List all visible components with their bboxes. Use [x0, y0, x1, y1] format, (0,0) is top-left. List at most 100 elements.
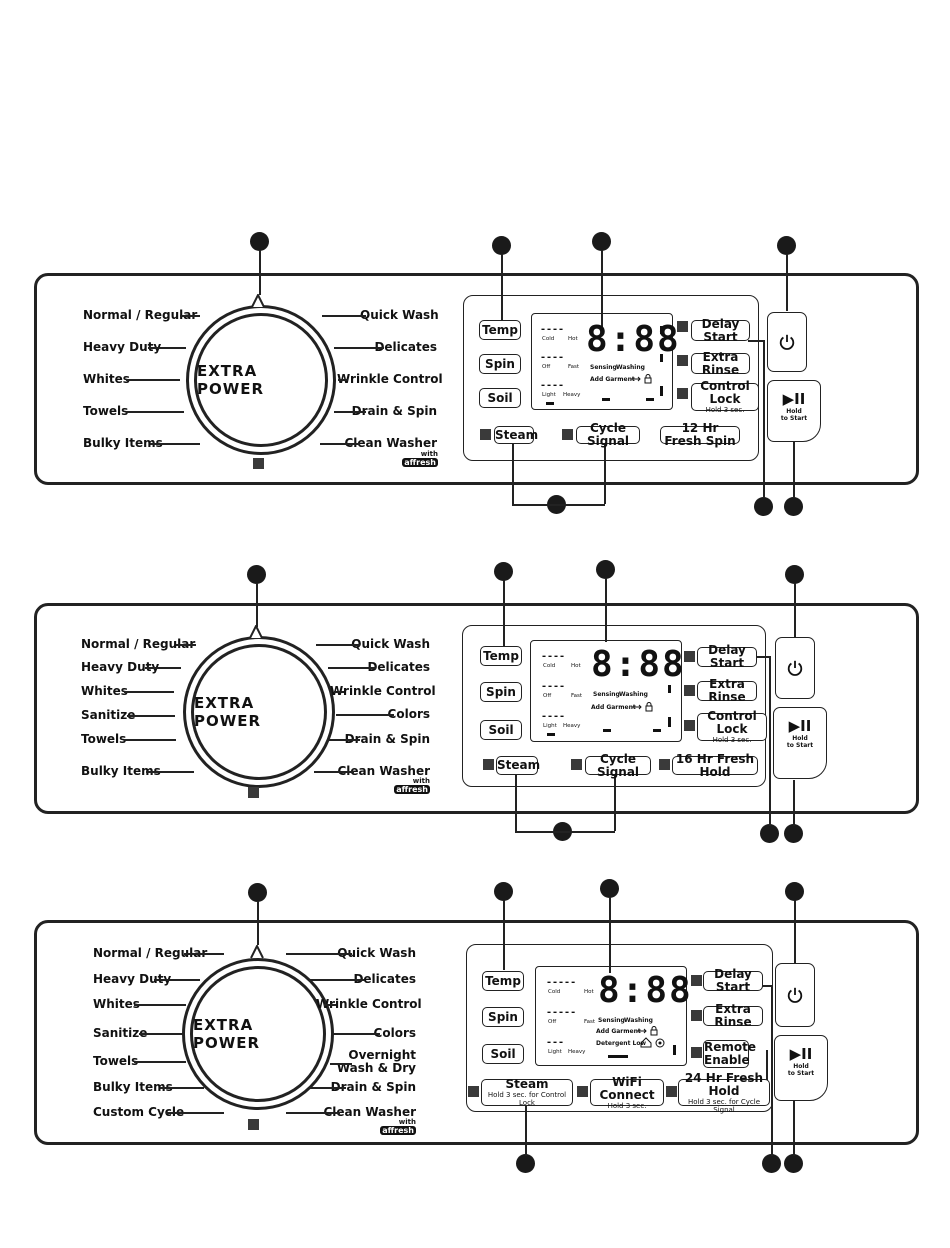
power-button[interactable] — [775, 963, 815, 1027]
spin-button[interactable]: Spin — [482, 1007, 524, 1027]
leader-line — [148, 347, 186, 349]
leader-line — [134, 1061, 186, 1063]
callout-dot — [516, 1154, 535, 1173]
delay-start-indicator — [677, 321, 688, 332]
affresh-logo: with affresh — [366, 1118, 416, 1135]
callout-dot — [600, 879, 619, 898]
cycle-signal-indicator — [562, 429, 573, 440]
lcd-label: Off — [548, 1019, 557, 1025]
cycle-label: Drain & Spin — [344, 732, 430, 746]
lcd-segment — [660, 354, 663, 362]
sensing-status: Sensing — [590, 364, 617, 371]
power-button[interactable] — [767, 312, 807, 372]
start-pause-button[interactable]: ▶II Hold to Start — [773, 707, 827, 779]
sensing-status: Sensing — [598, 1017, 625, 1024]
delay-start-button[interactable]: Delay Start — [697, 644, 757, 670]
cycle-label: Towels — [93, 1054, 139, 1068]
control-area — [462, 625, 766, 787]
fresh-spin-button[interactable]: 12 Hr Fresh Spin — [660, 422, 740, 448]
extra-rinse-button[interactable]: Extra Rinse — [691, 350, 750, 376]
leader-line — [154, 979, 200, 981]
button-label: Extra Rinse — [708, 677, 746, 704]
leader-line — [126, 379, 180, 381]
lock-icon — [631, 374, 652, 384]
soil-button[interactable]: Soil — [480, 720, 522, 740]
leader-line — [146, 771, 194, 773]
extra-rinse-button[interactable]: Extra Rinse — [697, 677, 757, 704]
control-area — [466, 944, 773, 1112]
sensing-status: Sensing — [593, 691, 620, 698]
callout-dot — [762, 1154, 781, 1173]
lcd-label: Hot — [568, 336, 578, 342]
callout-line — [786, 254, 788, 311]
spin-level-dashes: ---- — [540, 352, 565, 363]
cycle-knob[interactable]: EXTRA POWER — [183, 636, 335, 788]
temp-level-dashes: ---- — [541, 651, 566, 662]
delay-start-button[interactable]: Delay Start — [691, 316, 750, 344]
cycle-knob[interactable]: EXTRA POWER — [186, 305, 336, 455]
lcd-segment — [608, 1055, 628, 1058]
temp-button[interactable]: Temp — [482, 971, 524, 991]
cycle-label: Heavy Duty — [93, 972, 172, 986]
steam-button[interactable]: Steam — [496, 756, 540, 775]
temp-button[interactable]: Temp — [479, 320, 521, 340]
callout-line — [515, 773, 517, 831]
washing-status: Washing — [619, 691, 648, 698]
lcd-label: Heavy — [563, 723, 581, 729]
soil-button[interactable]: Soil — [479, 388, 521, 408]
play-pause-icon: ▶II — [788, 717, 812, 735]
affresh-logo: with affresh — [390, 450, 438, 467]
cycle-signal-button[interactable]: Cycle Signal — [576, 422, 640, 448]
lcd-display: 8:88 ---- Cold Hot ---- Off Fast ---- Li… — [530, 640, 684, 742]
leader-line — [314, 771, 354, 773]
soil-level-dashes: ---- — [540, 380, 565, 391]
knob-face: EXTRA POWER — [191, 644, 327, 780]
lcd-segment — [668, 717, 671, 727]
washing-status: Washing — [616, 364, 645, 371]
cycle-label: Custom Cycle — [93, 1105, 185, 1119]
temp-button[interactable]: Temp — [480, 646, 522, 666]
cycle-label: Bulky Items — [93, 1080, 173, 1094]
callout-line — [605, 578, 607, 642]
lcd-segment — [653, 729, 661, 732]
delay-start-button[interactable]: Delay Start — [703, 968, 763, 994]
button-label: Delay Start — [701, 316, 740, 344]
steam-button[interactable]: Steam — [494, 426, 538, 444]
lcd-digits: 8:88 — [586, 319, 681, 360]
callout-dot — [785, 882, 804, 901]
fresh-hold-button[interactable]: 16 Hr Fresh Hold — [672, 752, 758, 778]
affresh-logo: with affresh — [380, 777, 430, 794]
callout-dot — [592, 232, 611, 251]
cycle-knob[interactable]: EXTRA POWER — [182, 958, 334, 1110]
extra-rinse-indicator — [684, 685, 695, 696]
cycle-label: Drain & Spin — [351, 404, 437, 418]
start-pause-button[interactable]: ▶II Hold to Start — [774, 1035, 828, 1101]
soil-button[interactable]: Soil — [482, 1044, 524, 1064]
power-icon — [779, 334, 795, 350]
power-button[interactable] — [775, 637, 815, 699]
spin-button[interactable]: Spin — [479, 354, 521, 374]
affresh-badge: affresh — [380, 1126, 416, 1135]
cycle-signal-button[interactable]: Cycle Signal — [585, 752, 651, 778]
callout-line — [257, 901, 259, 945]
extra-rinse-button[interactable]: Extra Rinse — [703, 1003, 763, 1029]
button-label: 12 Hr Fresh Spin — [664, 421, 736, 448]
start-pause-button[interactable]: ▶II Hold to Start — [767, 380, 821, 442]
lcd-label: Cold — [542, 336, 555, 342]
callout-line — [503, 580, 505, 646]
cycle-label: Heavy Duty — [81, 660, 160, 674]
lock-icon — [637, 1026, 658, 1036]
leader-line — [124, 739, 176, 741]
callout-line — [256, 583, 258, 627]
callout-line — [512, 444, 514, 504]
with-text: with — [420, 450, 438, 458]
spin-button[interactable]: Spin — [480, 682, 522, 702]
lcd-label: Heavy — [568, 1049, 586, 1055]
leader-line — [308, 979, 364, 981]
